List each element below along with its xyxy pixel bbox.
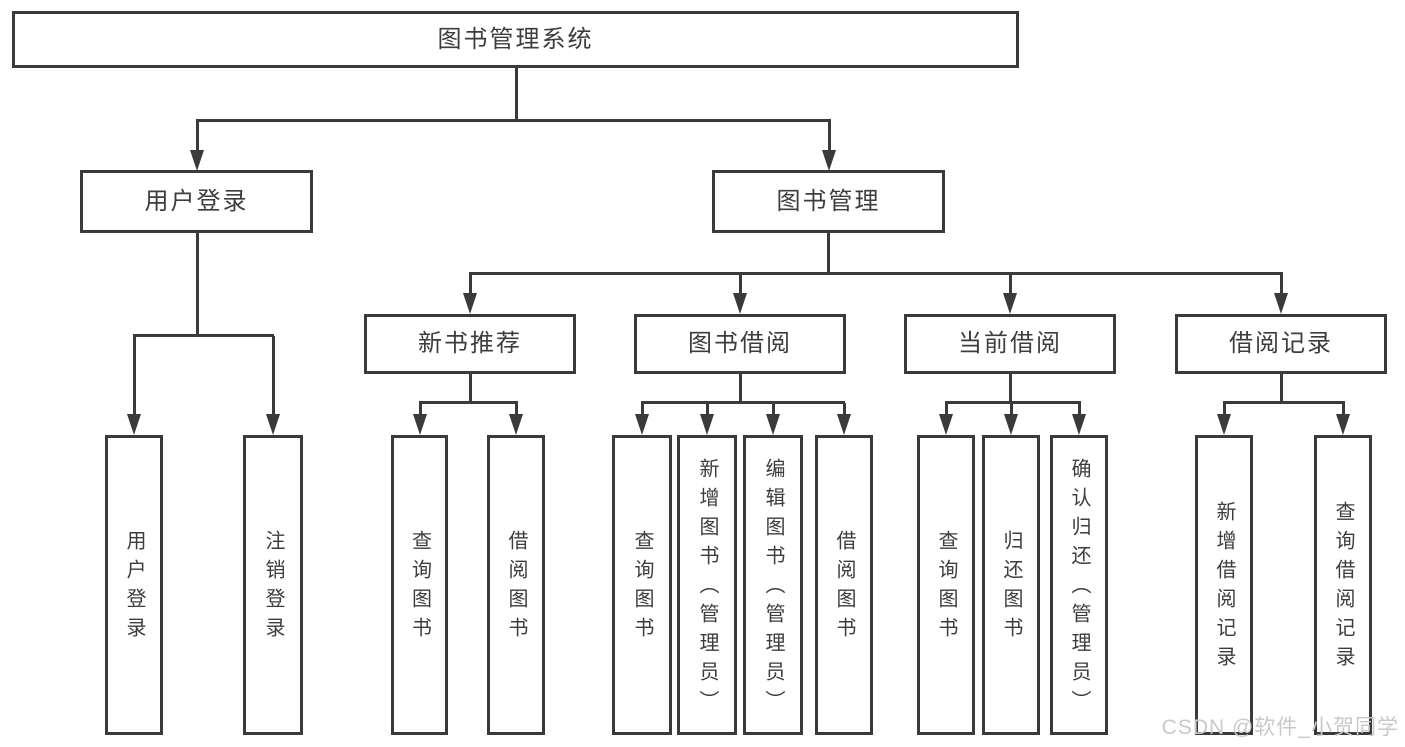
connector-line xyxy=(196,119,831,122)
leaf-query-borrow-record: 查询借阅记录 xyxy=(1314,435,1372,735)
leaf-user-login: 用户登录 xyxy=(105,435,163,735)
leaf-add-books-admin: 新增图书（管理员） xyxy=(677,435,737,735)
connector-line xyxy=(843,403,846,416)
arrow-down-icon xyxy=(1003,293,1017,314)
node-user-login-group: 用户登录 xyxy=(80,170,313,233)
watermark: CSDN @软件_小贺同学 xyxy=(1161,716,1399,739)
arrow-down-icon xyxy=(635,414,649,435)
connector-line xyxy=(1280,374,1283,403)
node-library-management-system: 图书管理系统 xyxy=(12,11,1019,68)
arrow-down-icon xyxy=(939,414,953,435)
connector-line xyxy=(1010,403,1013,416)
leaf-edit-books-admin: 编辑图书（管理员） xyxy=(743,435,803,735)
arrow-down-icon xyxy=(822,150,836,171)
connector-line xyxy=(641,401,845,404)
arrow-down-icon xyxy=(266,414,280,435)
connector-line xyxy=(515,403,518,416)
connector-line xyxy=(739,274,742,295)
arrow-down-icon xyxy=(1072,414,1086,435)
connector-line xyxy=(1009,274,1012,295)
arrow-down-icon xyxy=(190,150,204,171)
leaf-query-books-current: 查询图书 xyxy=(917,435,975,735)
connector-line xyxy=(469,374,472,403)
connector-line xyxy=(419,403,422,416)
connector-line xyxy=(828,121,831,151)
arrow-down-icon xyxy=(509,414,523,435)
node-book-borrow: 图书借阅 xyxy=(634,314,846,374)
connector-line xyxy=(1280,274,1283,295)
node-new-book-recommend: 新书推荐 xyxy=(364,314,576,374)
arrow-down-icon xyxy=(700,414,714,435)
arrow-down-icon xyxy=(766,414,780,435)
leaf-confirm-return-admin: 确认归还（管理员） xyxy=(1050,435,1108,735)
leaf-logout-login: 注销登录 xyxy=(243,435,303,735)
arrow-down-icon xyxy=(1217,414,1231,435)
leaf-return-books: 归还图书 xyxy=(982,435,1040,735)
arrow-down-icon xyxy=(1274,293,1288,314)
connector-line xyxy=(196,233,199,336)
connector-line xyxy=(1223,401,1345,404)
connector-line xyxy=(419,401,518,404)
connector-line xyxy=(133,336,136,416)
leaf-query-books-borrow: 查询图书 xyxy=(612,435,672,735)
arrow-down-icon xyxy=(1336,414,1350,435)
arrow-down-icon xyxy=(733,293,747,314)
arrow-down-icon xyxy=(127,414,141,435)
node-borrow-records: 借阅记录 xyxy=(1175,314,1387,374)
arrow-down-icon xyxy=(1004,414,1018,435)
connector-line xyxy=(739,374,742,403)
arrow-down-icon xyxy=(837,414,851,435)
connector-line xyxy=(1078,403,1081,416)
connector-line xyxy=(469,274,472,295)
leaf-add-borrow-record: 新增借阅记录 xyxy=(1195,435,1253,735)
node-book-management: 图书管理 xyxy=(712,170,945,233)
connector-line xyxy=(827,233,830,274)
leaf-borrow-books-recommend: 借阅图书 xyxy=(487,435,545,735)
connector-line xyxy=(133,334,274,337)
connector-line xyxy=(469,272,1283,275)
connector-line xyxy=(196,121,199,151)
connector-line xyxy=(945,401,1081,404)
connector-line xyxy=(1223,403,1226,416)
connector-line xyxy=(945,403,948,416)
leaf-borrow-books: 借阅图书 xyxy=(815,435,873,735)
connector-line xyxy=(515,68,518,120)
arrow-down-icon xyxy=(413,414,427,435)
connector-line xyxy=(272,336,275,416)
connector-line xyxy=(706,403,709,416)
node-current-borrow: 当前借阅 xyxy=(904,314,1116,374)
connector-line xyxy=(641,403,644,416)
leaf-query-books-recommend: 查询图书 xyxy=(391,435,448,735)
connector-line xyxy=(1009,374,1012,403)
arrow-down-icon xyxy=(463,293,477,314)
connector-line xyxy=(772,403,775,416)
connector-line xyxy=(1342,403,1345,416)
